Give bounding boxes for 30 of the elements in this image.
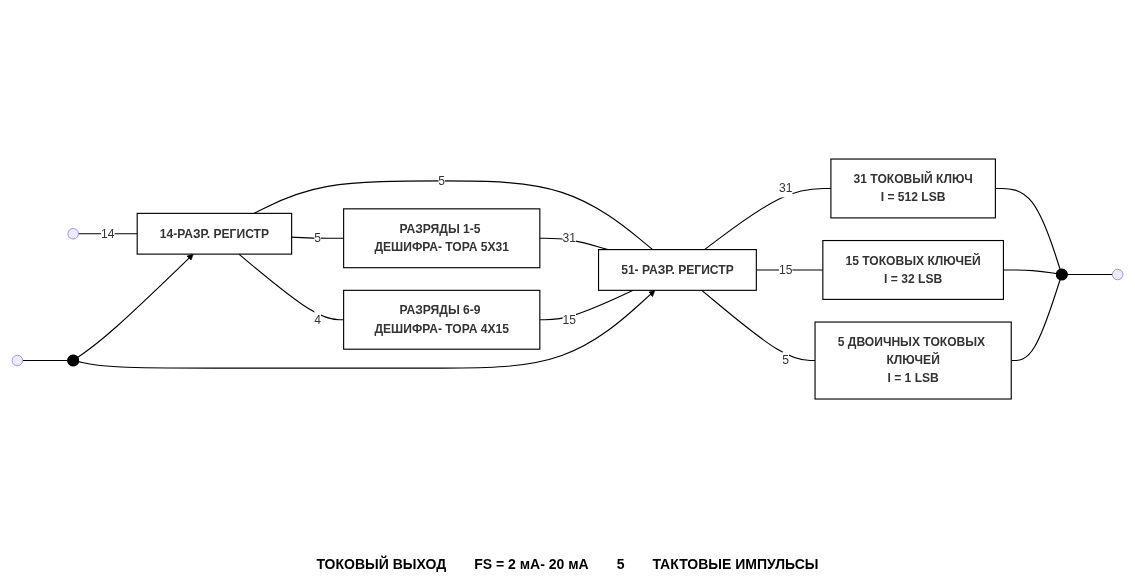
note-label: FS = 2 мА- 20 мА	[474, 556, 589, 572]
edge-label: 15	[778, 263, 793, 276]
edge-label: 31	[778, 181, 793, 195]
edge-label: 5	[314, 231, 321, 245]
connector	[701, 289, 816, 362]
note-label: ТОКОВЫЙ ВЫХОД	[316, 556, 447, 572]
connector	[1066, 273, 1113, 276]
arrow	[76, 253, 194, 359]
node-box: РАЗРЯДЫ 6-9 ДЕШИФРА- ТОРА 4Х15	[343, 289, 541, 350]
edge-label: 14	[101, 226, 115, 240]
connector	[22, 359, 69, 362]
note-label: 5	[616, 556, 625, 572]
node-box: 51- РАЗР. РЕГИСТР	[597, 249, 757, 291]
node-box: 15 ТОКОВЫХ КЛЮЧЕЙ I = 32 LSB	[822, 239, 1004, 300]
node-box: РАЗРЯДЫ 1-5 ДЕШИФРА- ТОРА 5Х31	[343, 208, 541, 269]
connector	[539, 289, 634, 321]
node-box: 5 ДВОИЧНЫХ ТОКОВЫХ КЛЮЧЕЙ I = 1 LSB	[814, 321, 1012, 400]
edge-label: 4	[314, 312, 321, 326]
connector	[77, 233, 138, 235]
edge-label: 5	[438, 174, 446, 187]
edge-label: 15	[562, 312, 576, 326]
node-circle	[67, 228, 79, 240]
note-label: ТАКТОВЫЕ ИМПУЛЬСЫ	[652, 556, 819, 572]
connector	[253, 180, 654, 251]
node-box: 31 ТОКОВЫЙ КЛЮЧ I = 512 LSB	[830, 158, 996, 219]
node-circle	[1112, 268, 1124, 281]
node-box: 14-РАЗР. РЕГИСТР	[136, 212, 293, 255]
edge-label: 5	[782, 353, 790, 367]
node-circle	[11, 354, 23, 367]
edge-label: 31	[562, 231, 576, 245]
